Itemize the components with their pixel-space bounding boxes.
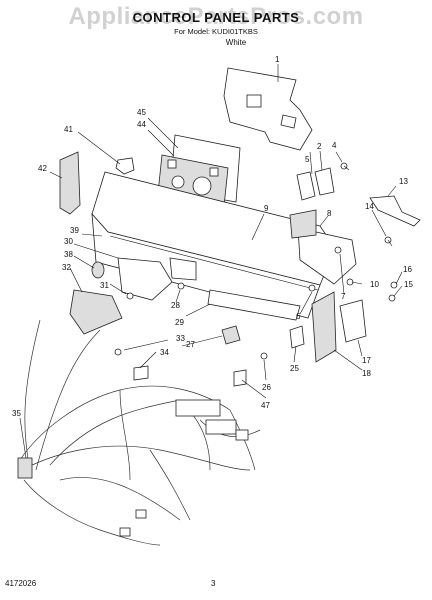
part-18-end-cap: [311, 291, 337, 363]
callout-41: 41: [64, 125, 73, 134]
callout-45: 45: [137, 108, 146, 117]
part-2-switch: [314, 167, 335, 196]
part-9-39-console-panel: [91, 171, 336, 319]
part-5-clip: [296, 171, 316, 201]
callout-13: 13: [399, 177, 408, 186]
callout-4: 4: [332, 141, 337, 150]
part-6-screw: [308, 284, 316, 292]
callout-10: 10: [370, 280, 379, 289]
callout-6: 6: [296, 312, 301, 321]
part-35-wire-harness: [17, 319, 261, 546]
part-41-bracket: [115, 157, 135, 175]
callout-18: 18: [362, 369, 371, 378]
part-47-clip: [233, 369, 247, 387]
callout-42: 42: [38, 164, 47, 173]
part-16-screw: [390, 281, 398, 289]
model-line: For Model: KUDI01TKBS: [174, 27, 258, 36]
callout-8: 8: [327, 209, 332, 218]
callout-15: 15: [404, 280, 413, 289]
part-32-housing: [69, 289, 123, 335]
page-title: CONTROL PANEL PARTS: [132, 10, 300, 25]
part-31-screw: [126, 292, 134, 300]
page-number: 3: [211, 579, 216, 588]
part-26-screw: [260, 352, 268, 360]
callout-labels: 1 2 4 5 6 7 8 9 10 13 14 16 15 17 18 25 …: [12, 55, 413, 418]
callout-9: 9: [264, 204, 269, 213]
part-7-screw: [334, 246, 342, 254]
callout-38: 38: [64, 250, 73, 259]
callout-34: 34: [160, 348, 169, 357]
part-5b-latch: [289, 209, 317, 239]
callout-28: 28: [171, 301, 180, 310]
part-29-bar: [207, 289, 301, 321]
part-28-clip: [169, 257, 197, 281]
callout-17: 17: [362, 356, 371, 365]
part-42-end-cap: [59, 151, 81, 215]
callout-16: 16: [403, 265, 412, 274]
part-34-clip: [133, 365, 149, 381]
callout-1: 1: [275, 55, 280, 64]
part-27-tab: [221, 325, 241, 345]
doc-number: 4172026: [5, 579, 37, 588]
part-30-bracket: [117, 257, 173, 301]
part-15-screw: [388, 294, 396, 302]
callout-14: 14: [365, 202, 374, 211]
part-13-lever: [369, 195, 421, 227]
leader-lines: [19, 64, 403, 459]
callout-33: 33: [176, 334, 185, 343]
part-25-clip: [289, 325, 305, 349]
part-38-knob: [91, 261, 105, 279]
callout-26: 26: [262, 383, 271, 392]
callout-2: 2: [317, 142, 322, 151]
part-14-screw: [384, 236, 393, 247]
callout-31: 31: [100, 281, 109, 290]
callout-7: 7: [341, 292, 346, 301]
callout-5: 5: [305, 155, 310, 164]
part-4-screw: [340, 162, 350, 171]
part-1-control-board: [223, 67, 313, 151]
callout-25: 25: [290, 364, 299, 373]
callout-27: 27: [186, 340, 195, 349]
color-line: White: [225, 38, 247, 47]
callout-29: 29: [175, 318, 184, 327]
part-17-bracket: [339, 299, 367, 343]
callout-35: 35: [12, 409, 21, 418]
callout-32: 32: [62, 263, 71, 272]
part-28-screw: [177, 282, 185, 290]
callout-30: 30: [64, 237, 73, 246]
part-33-screw: [114, 348, 122, 356]
callout-39: 39: [70, 226, 79, 235]
callout-47: 47: [261, 401, 270, 410]
callout-44: 44: [137, 120, 146, 129]
